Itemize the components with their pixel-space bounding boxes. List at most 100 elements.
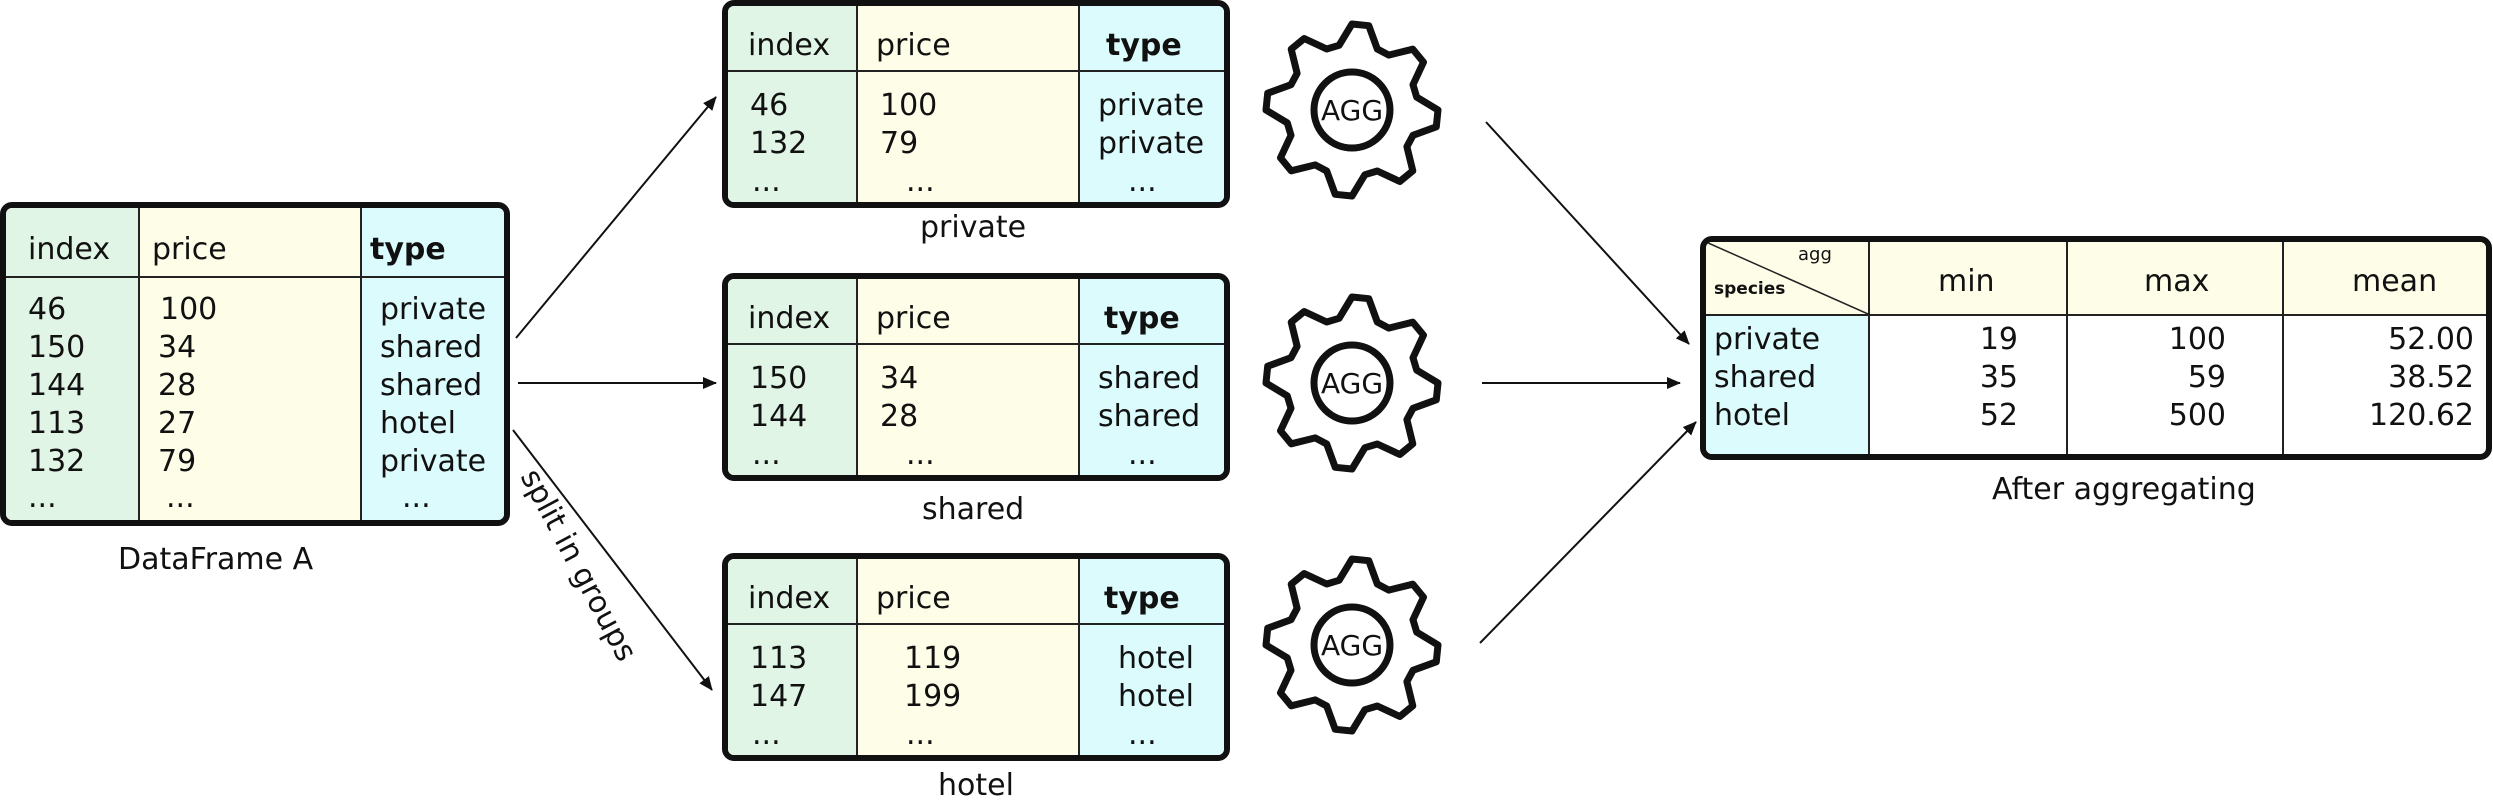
row-label-private: private — [1714, 322, 1821, 357]
cell-price: 100 — [880, 88, 938, 123]
cell-price: 119 — [904, 641, 962, 676]
cell-type: shared — [380, 368, 483, 403]
cell-type: hotel — [1118, 641, 1194, 676]
cell-price: 27 — [158, 406, 197, 441]
index-column — [6, 208, 138, 520]
gear-label: AGG — [1321, 367, 1383, 400]
cell-mean: 120.62 — [2369, 398, 2474, 433]
corner-diagonal — [1706, 242, 1868, 314]
combine-arrow-hotel — [1479, 421, 1697, 644]
cell-type: private — [380, 444, 487, 479]
cell-type: hotel — [380, 406, 456, 441]
cell-type: hotel — [1118, 679, 1194, 714]
split-arrow-hotel — [512, 429, 713, 691]
cell-type: shared — [1098, 361, 1201, 396]
gear-label: AGG — [1321, 94, 1383, 127]
header-max: max — [2144, 264, 2210, 299]
header-min: min — [1938, 264, 1995, 299]
cell-price: 28 — [880, 399, 919, 434]
cell-index: 113 — [28, 406, 86, 441]
cell-price: 79 — [158, 444, 197, 479]
cell-index: 132 — [750, 126, 808, 161]
cell-price: 34 — [158, 330, 197, 365]
cell-min: 35 — [1979, 360, 2018, 395]
cell-price: 28 — [158, 368, 197, 403]
group-caption-hotel: hotel — [938, 768, 1014, 803]
cell-index: 132 — [28, 444, 86, 479]
cell-index: 147 — [750, 679, 808, 714]
cell-index: 144 — [750, 399, 808, 434]
corner-agg-label: agg — [1798, 244, 1832, 265]
header-price: price — [152, 232, 227, 267]
cell-price: 100 — [160, 292, 218, 327]
header-type: type — [1104, 581, 1180, 616]
split-arrow-private — [515, 96, 717, 339]
cell-index: 113 — [750, 641, 808, 676]
header-index: index — [748, 581, 831, 616]
header-price: price — [876, 301, 951, 336]
cell-index: ... — [28, 480, 57, 515]
gear-icon: AGG — [1262, 555, 1442, 735]
cell-price: 199 — [904, 679, 962, 714]
corner-species-label: species — [1714, 279, 1786, 299]
cell-price: ... — [906, 164, 935, 199]
cell-index: 46 — [28, 292, 67, 327]
dataframe-a-table: index price type 46 100 private 150 34 shared… — [0, 202, 510, 526]
cell-max: 100 — [2168, 322, 2226, 357]
cell-mean: 52.00 — [2388, 322, 2474, 357]
cell-type: shared — [1098, 399, 1201, 434]
row-label-shared: shared — [1714, 360, 1817, 395]
group-table-private: index price type 46 100 private 132 79 privat… — [722, 0, 1230, 208]
gear-label: AGG — [1321, 629, 1383, 662]
header-type: type — [370, 232, 446, 267]
cell-type: ... — [1128, 164, 1157, 199]
group-table-hotel: index price type 113 119 hotel 147 199 hotel.… — [722, 553, 1230, 761]
cell-price: 79 — [880, 126, 919, 161]
split-label: split in groups — [513, 463, 644, 667]
header-index: index — [748, 28, 831, 63]
cell-type: private — [380, 292, 487, 327]
cell-price: ... — [906, 717, 935, 752]
cell-type: ... — [1128, 717, 1157, 752]
group-caption-private: private — [920, 210, 1027, 245]
cell-type: ... — [1128, 437, 1157, 472]
combine-arrow-private — [1485, 121, 1690, 345]
header-price: price — [876, 28, 951, 63]
type-column — [360, 208, 504, 520]
cell-min: 52 — [1979, 398, 2018, 433]
cell-index: ... — [752, 164, 781, 199]
agg-header-band — [1868, 242, 2486, 314]
cell-max: 500 — [2168, 398, 2226, 433]
cell-index: 46 — [750, 88, 789, 123]
row-label-hotel: hotel — [1714, 398, 1790, 433]
result-caption: After aggregating — [1992, 472, 2256, 507]
cell-price: ... — [166, 480, 195, 515]
cell-index: 150 — [750, 361, 808, 396]
cell-type: private — [1098, 126, 1205, 161]
cell-index: 150 — [28, 330, 86, 365]
cell-max: 59 — [2187, 360, 2226, 395]
header-price: price — [876, 581, 951, 616]
cell-type: ... — [402, 480, 431, 515]
group-table-shared: index price type 150 34 shared 144 28 shared.… — [722, 273, 1230, 481]
cell-index: ... — [752, 717, 781, 752]
cell-type: private — [1098, 88, 1205, 123]
cell-index: ... — [752, 437, 781, 472]
header-index: index — [28, 232, 111, 267]
header-type: type — [1104, 301, 1180, 336]
header-type: type — [1106, 28, 1182, 63]
price-column — [138, 208, 360, 520]
cell-index: 144 — [28, 368, 86, 403]
gear-icon: AGG — [1262, 293, 1442, 473]
cell-type: shared — [380, 330, 483, 365]
gear-icon: AGG — [1262, 20, 1442, 200]
header-mean: mean — [2352, 264, 2438, 299]
dataframe-a-caption: DataFrame A — [118, 542, 314, 577]
cell-price: ... — [906, 437, 935, 472]
header-index: index — [748, 301, 831, 336]
cell-price: 34 — [880, 361, 919, 396]
group-caption-shared: shared — [922, 492, 1025, 527]
